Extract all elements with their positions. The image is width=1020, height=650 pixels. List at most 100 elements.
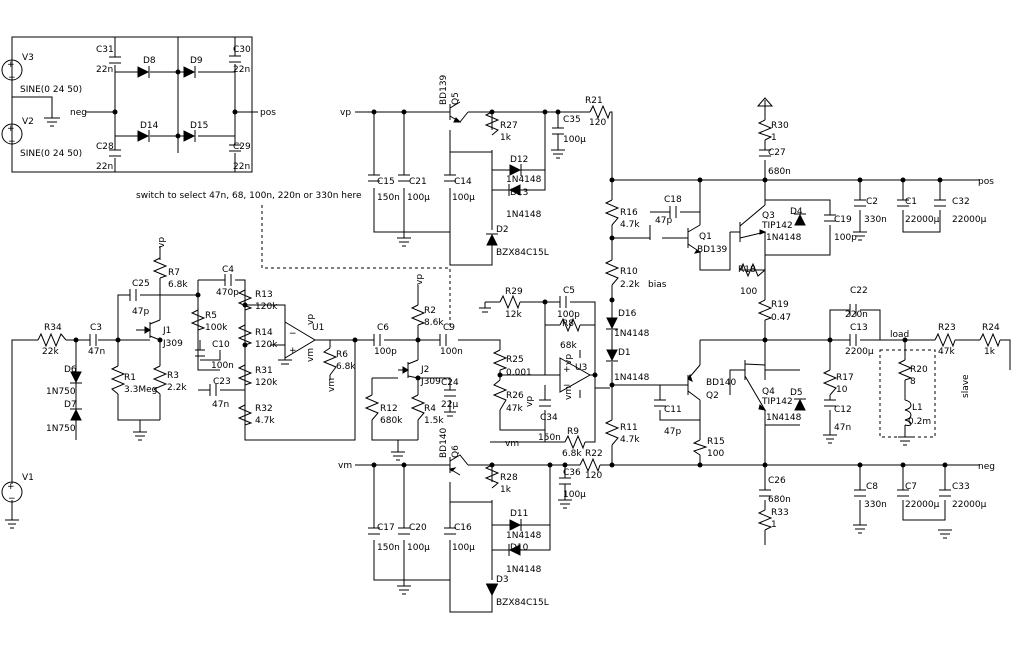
- label-r16-value: 4.7k: [620, 220, 640, 230]
- label-r27-value: 1k: [500, 133, 512, 143]
- label-q2: Q2: [706, 391, 719, 401]
- label-r13: R13: [255, 290, 273, 300]
- svg-text:−: −: [289, 329, 297, 339]
- label-load: load: [890, 330, 909, 340]
- label-q3-value: TIP142: [761, 221, 793, 231]
- output-capacitors: [654, 149, 951, 497]
- label-d6: D6: [64, 365, 77, 375]
- label-r19-value: 0.47: [771, 313, 791, 323]
- label-r6-value: 6.8k: [336, 362, 356, 372]
- label-r17: R17: [836, 373, 854, 383]
- label-c6-value: 100p: [374, 347, 397, 357]
- label-c31-value: 22n: [96, 65, 113, 75]
- label-d11: D11: [510, 509, 528, 519]
- label-c14-value: 100µ: [452, 193, 475, 203]
- label-v2-value: SINE(0 24 50): [20, 149, 82, 159]
- svg-text:+: +: [7, 482, 15, 492]
- label-c22: C22: [850, 286, 868, 296]
- label-c33-value: 22000µ: [952, 500, 987, 510]
- label-r6: R6: [336, 350, 348, 360]
- zener-d6: [70, 371, 82, 384]
- label-c35: C35: [563, 115, 581, 125]
- label-c20: C20: [409, 523, 427, 533]
- label-c28: C28: [96, 142, 114, 152]
- label-c9: C9: [443, 323, 455, 333]
- svg-text:+: +: [7, 60, 15, 70]
- label-d1-value: 1N4148: [614, 373, 650, 383]
- label-r29-value: 12k: [505, 310, 522, 320]
- label-r1-value: 3.3Meg: [124, 385, 157, 395]
- label-c15: C15: [377, 177, 395, 187]
- label-vm-reg: vm: [338, 461, 352, 471]
- label-d3-value: BZX84C15L: [496, 598, 549, 608]
- label-j2-value: J309: [420, 377, 441, 387]
- label-vp-u1: vp: [306, 314, 316, 325]
- label-c34-value: 150n: [538, 433, 561, 443]
- label-c14: C14: [454, 177, 472, 187]
- label-q1-value: BD139: [697, 245, 728, 255]
- label-r9: R9: [567, 427, 579, 437]
- label-d16-value: 1N4148: [614, 329, 650, 339]
- label-r23: R23: [938, 323, 956, 333]
- label-c30-value: 22n: [233, 65, 250, 75]
- label-c24-value: 22µ: [441, 400, 458, 410]
- label-c24: C24: [441, 378, 459, 388]
- label-r28-value: 1k: [500, 485, 512, 495]
- label-c35-value: 100µ: [563, 135, 586, 145]
- jfet-j2: [398, 359, 419, 379]
- label-d2-value: BZX84C15L: [496, 248, 549, 258]
- bridge-capacitors: [109, 55, 241, 157]
- label-d14: D14: [140, 121, 159, 131]
- label-r30: R30: [771, 121, 789, 131]
- output-transistors: [660, 204, 767, 411]
- label-d11-value: 1N4148: [506, 531, 542, 541]
- label-r12-value: 680k: [380, 416, 403, 426]
- label-c34: C34: [540, 413, 558, 423]
- label-r7-value: 6.8k: [168, 280, 188, 290]
- svg-text:+: +: [289, 346, 297, 356]
- inductor-l1: [904, 399, 912, 426]
- label-j2: J2: [420, 365, 429, 375]
- label-d12: D12: [510, 155, 528, 165]
- label-c8: C8: [866, 482, 878, 492]
- label-r5: R5: [205, 311, 217, 321]
- label-r2-value: 8.6k: [424, 318, 444, 328]
- label-c12-value: 47n: [834, 423, 851, 433]
- regulator-resistors: [484, 104, 611, 489]
- label-vp-reg: vp: [340, 108, 351, 118]
- input-capacitors: [89, 274, 447, 396]
- label-v2: V2: [22, 117, 34, 127]
- middle-capacitors: [444, 296, 567, 407]
- label-r11-value: 4.7k: [620, 435, 640, 445]
- label-vm-mid: vm: [505, 439, 519, 449]
- label-r22-value: 120: [585, 471, 602, 481]
- label-c23-value: 47n: [212, 400, 229, 410]
- label-r18: R18: [738, 265, 756, 275]
- label-d10-value: 1N4148: [506, 565, 542, 575]
- label-r10: R10: [620, 267, 638, 277]
- label-u3: U3: [575, 363, 587, 373]
- label-r32: R32: [255, 404, 273, 414]
- label-r27: R27: [500, 121, 518, 131]
- label-d12-value: 1N4148: [506, 175, 542, 185]
- label-c15-value: 150n: [377, 193, 400, 203]
- regulator-vp-wiring: [355, 111, 613, 266]
- label-vm-u1: vm: [306, 348, 316, 362]
- label-c3-value: 47n: [88, 347, 105, 357]
- label-c11: C11: [664, 405, 682, 415]
- label-c7-value: 22000µ: [905, 500, 940, 510]
- label-c4: C4: [222, 265, 234, 275]
- label-q5: Q5: [451, 92, 461, 105]
- label-r21: R21: [585, 96, 603, 106]
- label-c36: C36: [563, 468, 581, 478]
- label-c21: C21: [409, 177, 427, 187]
- label-r5-value: 100k: [205, 323, 228, 333]
- label-r4-value: 1.5k: [424, 416, 444, 426]
- label-neg: neg: [978, 462, 995, 472]
- label-r8-value: 68k: [560, 341, 577, 351]
- label-c5-value: 100p: [557, 310, 580, 320]
- label-r1: R1: [124, 373, 136, 383]
- label-r17-value: 10: [836, 385, 848, 395]
- label-q3: Q3: [762, 211, 775, 221]
- label-c28-value: 22n: [96, 162, 113, 172]
